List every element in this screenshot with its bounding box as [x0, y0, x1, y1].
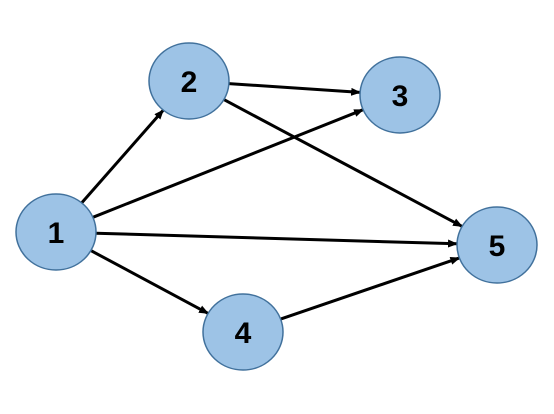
node-2-label: 2: [181, 66, 198, 99]
edge-1-to-4: [90, 249, 209, 315]
node-3-label: 3: [392, 80, 409, 113]
node-4: 4: [202, 293, 284, 371]
node-2-ellipse: [148, 42, 230, 120]
edges-layer: [80, 82, 463, 321]
node-1-ellipse: [15, 193, 97, 271]
nodes-layer: 1 2 3 4 5: [15, 42, 538, 371]
node-5-label: 5: [489, 230, 506, 263]
edge-1-to-2: [80, 109, 165, 204]
node-4-ellipse: [202, 293, 284, 371]
node-1: 1: [15, 193, 97, 271]
node-4-label: 4: [235, 317, 252, 350]
edge-2-to-3: [228, 82, 362, 96]
edge-1-to-3: [92, 108, 365, 219]
edge-4-to-5: [280, 256, 461, 321]
node-3: 3: [359, 56, 441, 134]
node-5: 5: [456, 206, 538, 284]
node-5-ellipse: [456, 206, 538, 284]
edge-2-to-5: [223, 98, 463, 228]
node-2: 2: [148, 42, 230, 120]
node-1-label: 1: [48, 217, 65, 250]
edge-1-to-5: [95, 231, 458, 248]
node-3-ellipse: [359, 56, 441, 134]
